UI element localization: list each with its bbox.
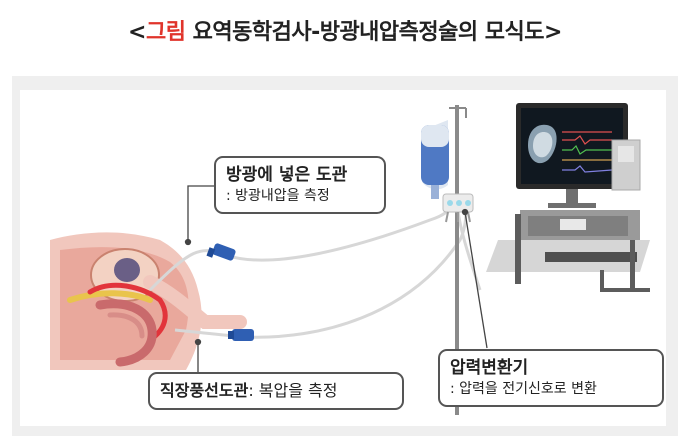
callout-bladder-catheter: 방광에 넣은 도관 : 방광내압을 측정 xyxy=(214,156,386,214)
urodynamic-monitor-desk xyxy=(486,103,650,292)
iv-stand-with-transducers xyxy=(421,105,474,415)
callout-transducer-title: 압력변환기 xyxy=(450,358,529,378)
callout-pressure-transducer: 압력변환기 : 압력을 전기신호로 변환 xyxy=(438,349,664,407)
title-highlight: 그림 xyxy=(145,20,186,45)
callout-bladder-catheter-desc: : 방광내압을 측정 xyxy=(226,188,330,204)
pelvic-anatomy-illustration xyxy=(50,232,247,370)
callout-rectal-balloon-title: 직장풍선도관 xyxy=(160,381,249,400)
title-close-bracket: > xyxy=(544,20,562,45)
callout-transducer-desc: : 압력을 전기신호로 변환 xyxy=(450,381,597,397)
callout-rectal-balloon-catheter: 직장풍선도관: 복압을 측정 xyxy=(148,372,404,410)
callout-rectal-balloon-desc: : 복압을 측정 xyxy=(248,381,338,400)
figure-title: <그림 요역동학검사-방광내압측정술의 모식도> xyxy=(0,14,690,46)
callout-leader-lines xyxy=(184,185,488,372)
callout-bladder-catheter-title: 방광에 넣은 도관 xyxy=(226,165,348,185)
tube-connector-upper xyxy=(206,243,236,261)
title-open-bracket: < xyxy=(128,20,146,45)
title-text: 요역동학검사-방광내압측정술의 모식도 xyxy=(185,20,545,45)
tube-connector-lower xyxy=(228,329,254,341)
